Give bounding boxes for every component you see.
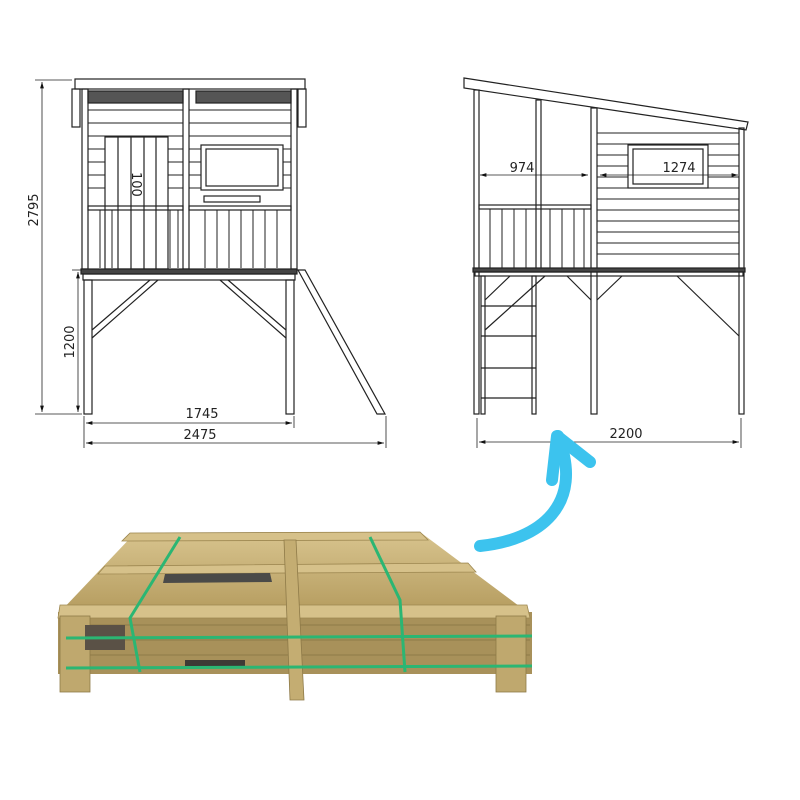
packaged-crate-photo bbox=[57, 531, 533, 701]
side-total-width-label: 2200 bbox=[609, 427, 642, 442]
platform-height-label: 1200 bbox=[63, 325, 78, 358]
side-elevation-drawing bbox=[463, 77, 749, 415]
door-height-label: 100 bbox=[128, 172, 143, 197]
total-height-label: 2795 bbox=[27, 193, 42, 226]
porch-width-label: 974 bbox=[510, 161, 535, 176]
front-elevation-drawing bbox=[71, 78, 387, 415]
curved-arrow-icon bbox=[474, 430, 596, 552]
front-dimension-lines bbox=[35, 79, 387, 448]
total-width-label: 2475 bbox=[183, 428, 216, 443]
side-dimension-lines bbox=[476, 173, 742, 448]
house-width-label: 1274 bbox=[662, 161, 695, 176]
base-width-label: 1745 bbox=[185, 407, 218, 422]
